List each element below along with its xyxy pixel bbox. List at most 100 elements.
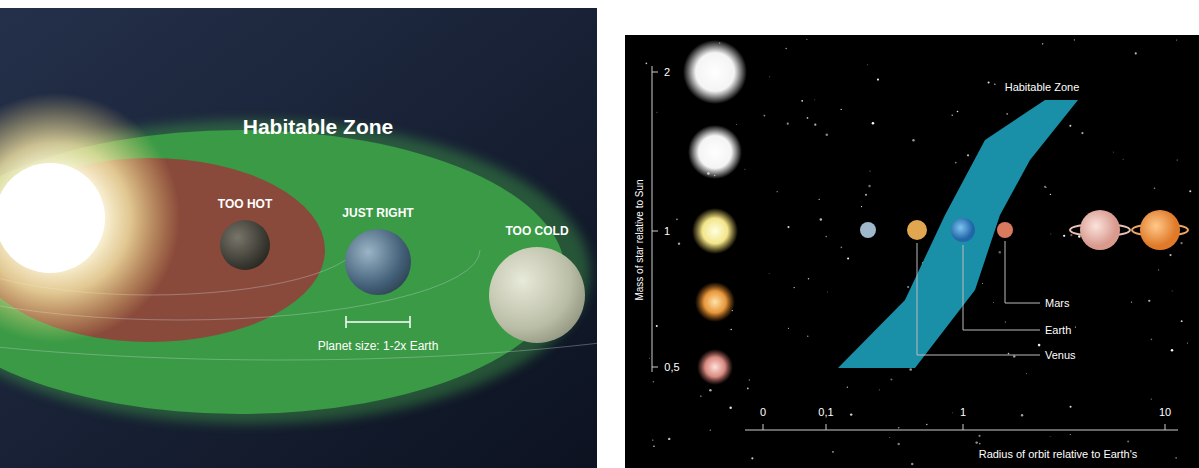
planet-disc: [489, 247, 585, 343]
background-star: [872, 122, 875, 125]
background-star: [826, 134, 829, 137]
panel-title: Habitable Zone: [243, 115, 394, 139]
planet: TOO COLD: [489, 225, 585, 343]
background-star: [744, 168, 746, 170]
background-star: [865, 194, 867, 196]
background-star: [777, 191, 778, 192]
background-star: [730, 329, 731, 330]
axis-tick: 2: [664, 66, 670, 79]
background-star: [907, 286, 909, 288]
background-star: [1081, 132, 1083, 134]
background-star: [1181, 320, 1183, 322]
zone-label: JUST RIGHT: [342, 207, 413, 221]
background-star: [1078, 235, 1080, 237]
mass-orbit-chart: [625, 35, 1199, 468]
background-star: [801, 100, 803, 102]
band-label: Habitable Zone: [1005, 81, 1080, 94]
background-star: [993, 302, 995, 304]
background-star: [879, 389, 880, 390]
axis-title: Mass of star relative to Sun: [634, 179, 646, 300]
background-star: [1151, 399, 1152, 400]
background-star: [668, 438, 670, 440]
leader-line: [917, 243, 1040, 355]
background-star: [807, 117, 809, 119]
background-star: [787, 123, 789, 125]
background-star: [652, 439, 653, 440]
background-star: [861, 206, 862, 207]
background-star: [646, 63, 648, 65]
background-star: [1189, 190, 1191, 192]
background-star: [1025, 373, 1027, 375]
zone-label: TOO COLD: [505, 225, 568, 239]
background-star: [967, 154, 969, 156]
planet-disc: [345, 229, 411, 295]
background-star: [806, 39, 807, 40]
background-star: [1187, 343, 1188, 344]
background-star: [768, 273, 770, 275]
habitable-band: [838, 100, 1078, 368]
background-star: [747, 388, 749, 390]
background-star: [1008, 353, 1010, 355]
background-star: [1112, 151, 1114, 153]
background-star: [819, 199, 820, 200]
planet-name: Venus: [1045, 349, 1076, 362]
axis-tick: 0,5: [664, 361, 679, 374]
habitable-zone-illustration: [0, 8, 597, 468]
size-note: Planet size: 1-2x Earth: [318, 340, 439, 354]
planet-name: Earth: [1045, 324, 1071, 337]
background-star: [710, 430, 711, 431]
background-star: [1021, 414, 1023, 416]
background-star: [841, 109, 842, 110]
background-star: [841, 247, 843, 249]
background-star: [850, 413, 852, 415]
planet: JUST RIGHT: [342, 207, 413, 295]
background-star: [709, 389, 712, 392]
background-star: [1070, 434, 1071, 435]
background-star: [957, 111, 959, 113]
background-star: [1013, 355, 1015, 357]
background-star: [1042, 43, 1043, 44]
background-star: [952, 114, 953, 115]
background-star: [1038, 344, 1041, 347]
background-star: [1127, 440, 1129, 442]
background-star: [785, 48, 787, 50]
background-star: [678, 242, 680, 244]
background-star: [877, 79, 879, 81]
background-star: [912, 139, 914, 141]
background-star: [1005, 321, 1006, 322]
background-star: [889, 436, 891, 438]
background-star: [988, 81, 990, 83]
background-star: [653, 381, 654, 382]
background-star: [898, 427, 900, 429]
background-star: [909, 368, 912, 371]
background-star: [847, 257, 849, 259]
background-star: [814, 99, 816, 101]
planet-disc: [220, 220, 270, 270]
background-star: [999, 251, 1001, 253]
background-star: [1169, 254, 1171, 256]
background-star: [1049, 436, 1051, 438]
background-star: [1180, 242, 1182, 244]
axis-title: Radius of orbit relative to Earth's: [979, 448, 1138, 461]
background-star: [827, 291, 829, 293]
background-star: [978, 435, 980, 437]
background-star: [749, 379, 751, 381]
background-star: [1148, 300, 1150, 302]
leader-line: [1005, 241, 1040, 303]
background-star: [1176, 39, 1177, 40]
background-star: [769, 76, 771, 78]
background-star: [1171, 349, 1173, 351]
background-star: [890, 379, 892, 381]
background-star: [1175, 457, 1177, 459]
background-star: [1154, 188, 1156, 190]
background-star: [807, 336, 808, 337]
background-star: [952, 412, 954, 414]
background-star: [1044, 186, 1046, 188]
background-star: [926, 424, 928, 426]
background-star: [763, 115, 765, 117]
background-star: [1131, 301, 1132, 302]
axis-tick: 1: [960, 406, 966, 419]
background-star: [979, 443, 981, 445]
axis-tick: 1: [664, 225, 670, 238]
